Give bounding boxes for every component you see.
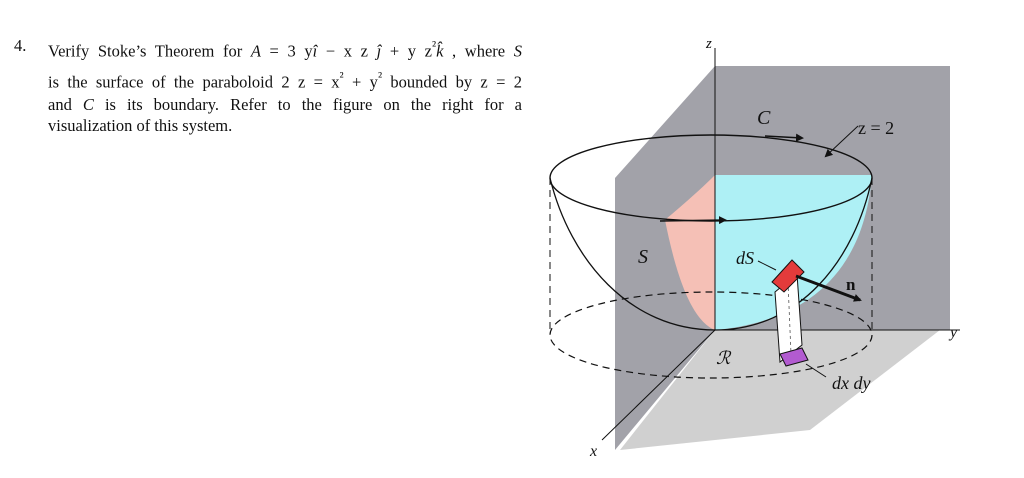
problem-line-4: visualization of this system.	[48, 116, 233, 135]
dxdy-label: dx dy	[832, 373, 870, 393]
normal-vector	[795, 274, 862, 302]
c-arrow-front	[659, 216, 727, 225]
cap-region	[715, 175, 872, 330]
axis-y-label: y	[948, 324, 958, 341]
x-axis	[601, 329, 716, 441]
axis-z-label: z	[705, 36, 712, 52]
problem-line-1: Verify Stoke’s Theorem for A = 3 yî − x …	[48, 38, 522, 61]
region-boundary-ellipse	[549, 291, 873, 379]
problem-line-3: and C is its boundary. Refer to the figu…	[48, 95, 522, 114]
stokes-theorem-figure: z y x C z = 2 S dS n ℛ dx dy	[549, 36, 960, 460]
axis-x-label: x	[589, 443, 597, 460]
problem-statement: 4. Verify Stoke’s Theorem for A = 3 yî −…	[14, 33, 522, 136]
floor-plane	[620, 330, 940, 450]
curve-c-label: C	[757, 107, 771, 129]
dxdy-pointer	[805, 363, 827, 378]
problem-line-2: is the surface of the paraboloid 2 z = x…	[48, 68, 523, 92]
z2-pointer	[824, 125, 859, 158]
problem-number: 4.	[14, 36, 27, 55]
z2-label: z = 2	[858, 118, 894, 138]
ds-box-edge	[787, 281, 792, 355]
region-r-label: ℛ	[716, 348, 732, 368]
ds-box-top	[771, 259, 805, 293]
salmon-region	[665, 175, 715, 330]
surface-s-label: S	[638, 246, 648, 268]
normal-n-label: n	[846, 275, 856, 294]
ds-box-bottom	[779, 347, 809, 367]
c-arrow-back	[764, 133, 804, 142]
ds-pointer	[757, 260, 777, 271]
ds-label: dS	[736, 248, 754, 268]
